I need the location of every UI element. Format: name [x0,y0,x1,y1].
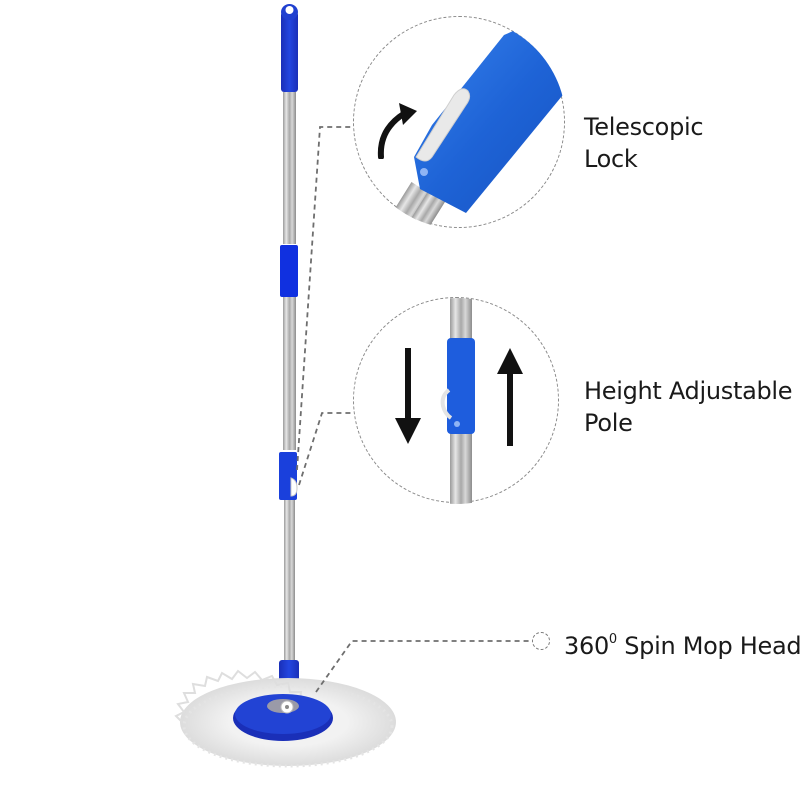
leader-line-spin-mop-head [315,640,530,693]
spin-mop-head-text: Spin Mop Head [616,632,800,660]
height-adjustable-closeup [440,298,475,504]
telescopic-lock-label-line2: Lock [584,145,638,173]
leader-line-height-adjustable [298,412,352,486]
height-adjustable-label-line2: Pole [584,409,633,437]
height-adjustable-pole-label: Height Adjustable Pole [584,375,793,439]
telescopic-lock-detail-circle [353,16,566,229]
height-adjustable-label-line1: Height Adjustable [584,377,793,405]
telescopic-lock-label-line1: Telescopic [584,113,704,141]
spin-target-icon [532,632,550,650]
down-arrow-icon [395,348,421,444]
up-arrow-icon [497,348,523,446]
leader-lines [296,126,530,693]
pole-middle [283,297,296,450]
pole-handle [281,4,298,92]
height-adjustable-detail-circle [353,297,559,504]
mop-disc [233,694,333,741]
pole-sleeve [280,245,298,297]
spin-degrees-value: 360 [564,632,609,660]
curved-arrow-icon [377,103,417,159]
leader-line-telescopic-lock [296,126,352,471]
spin-mop-head-label: 3600 Spin Mop Head [564,624,800,662]
pole-upper [283,92,296,244]
degree-superscript: 0 [608,632,617,647]
pole-lower [284,500,295,660]
telescopic-lock-label: Telescopic Lock [584,111,704,175]
pole-lock-clamp [279,452,298,500]
